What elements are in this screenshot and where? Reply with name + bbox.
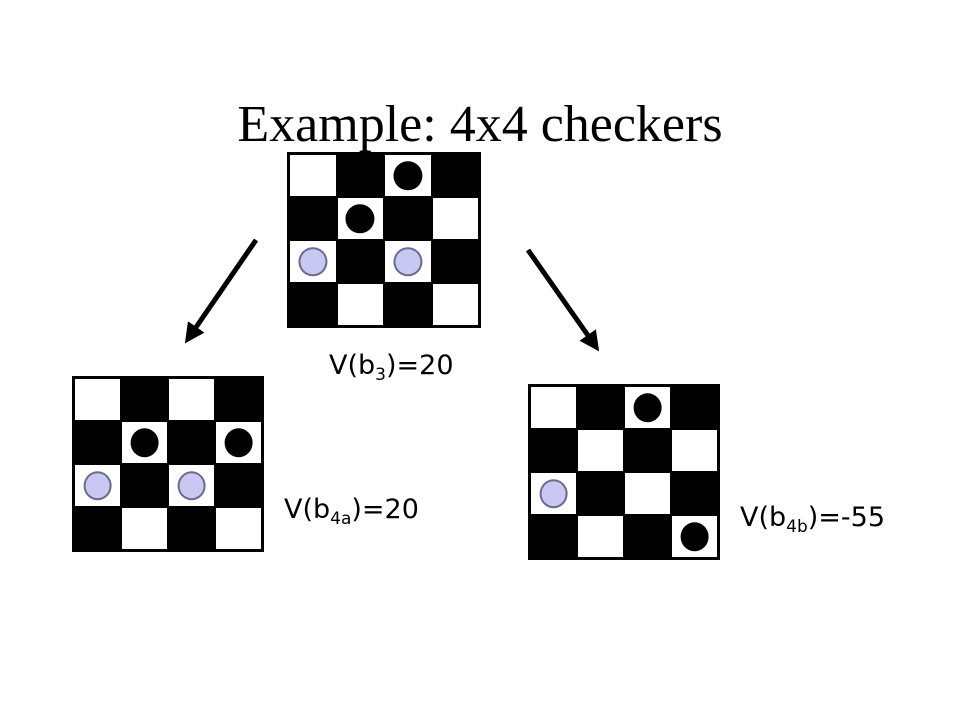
arrow-to-b4a xyxy=(184,238,259,344)
board-square xyxy=(168,378,215,421)
arrow-to-b4b xyxy=(525,248,600,352)
board-square xyxy=(624,515,671,558)
black-checker-piece xyxy=(633,392,662,423)
black-checker-piece xyxy=(680,521,709,552)
board-square xyxy=(121,378,168,421)
board-square xyxy=(624,386,671,429)
value-label-b4a: V(b4a)=20 xyxy=(284,494,419,529)
board-square xyxy=(624,429,671,472)
value-subscript: 4b xyxy=(786,517,808,537)
value-prefix: V(b xyxy=(740,502,787,533)
board-square xyxy=(671,429,718,472)
board-square xyxy=(624,472,671,515)
board-square xyxy=(215,507,262,550)
slide-title: Example: 4x4 checkers xyxy=(237,96,723,153)
board-square xyxy=(168,507,215,550)
board-square xyxy=(74,464,121,507)
board-square xyxy=(530,472,577,515)
value-suffix: )=20 xyxy=(385,350,454,381)
board-square xyxy=(577,472,624,515)
board-square xyxy=(121,464,168,507)
board-square xyxy=(431,154,479,197)
board-square xyxy=(671,472,718,515)
value-label-b3: V(b3)=20 xyxy=(329,350,454,385)
board-square xyxy=(336,240,384,283)
board-square xyxy=(671,386,718,429)
black-checker-piece xyxy=(393,160,423,191)
value-suffix: )=-55 xyxy=(807,502,886,533)
value-prefix: V(b xyxy=(284,494,331,525)
board-square xyxy=(336,283,384,326)
board-square xyxy=(384,283,432,326)
light-checker-piece xyxy=(393,246,423,277)
board-square xyxy=(577,386,624,429)
light-checker-piece xyxy=(83,470,112,501)
board-square xyxy=(289,197,337,240)
board-square xyxy=(121,421,168,464)
board-square xyxy=(289,240,337,283)
board-square xyxy=(530,386,577,429)
light-checker-piece xyxy=(298,246,328,277)
value-subscript: 4a xyxy=(330,509,352,529)
value-suffix: )=20 xyxy=(351,494,419,525)
board-b4b xyxy=(528,384,720,560)
board-square xyxy=(530,429,577,472)
black-checker-piece xyxy=(345,203,375,234)
board-square xyxy=(74,378,121,421)
board-square xyxy=(168,464,215,507)
board-square xyxy=(384,197,432,240)
value-subscript: 3 xyxy=(375,365,386,385)
board-square xyxy=(121,507,168,550)
board-square xyxy=(431,197,479,240)
light-checker-piece xyxy=(539,478,568,509)
board-square xyxy=(215,464,262,507)
board-b4a xyxy=(72,376,264,552)
board-square xyxy=(431,283,479,326)
board-square xyxy=(384,240,432,283)
board-square xyxy=(336,197,384,240)
board-square xyxy=(289,283,337,326)
black-checker-piece xyxy=(130,427,159,458)
board-square xyxy=(74,507,121,550)
board-square xyxy=(577,515,624,558)
board-square xyxy=(74,421,121,464)
board-b3 xyxy=(287,152,481,328)
board-square xyxy=(577,429,624,472)
value-prefix: V(b xyxy=(329,350,376,381)
value-label-b4b: V(b4b)=-55 xyxy=(740,502,885,537)
board-square xyxy=(671,515,718,558)
board-square xyxy=(431,240,479,283)
board-square xyxy=(215,421,262,464)
light-checker-piece xyxy=(177,470,206,501)
board-square xyxy=(168,421,215,464)
board-square xyxy=(384,154,432,197)
black-checker-piece xyxy=(224,427,253,458)
board-square xyxy=(215,378,262,421)
board-square xyxy=(336,154,384,197)
board-square xyxy=(530,515,577,558)
board-square xyxy=(289,154,337,197)
